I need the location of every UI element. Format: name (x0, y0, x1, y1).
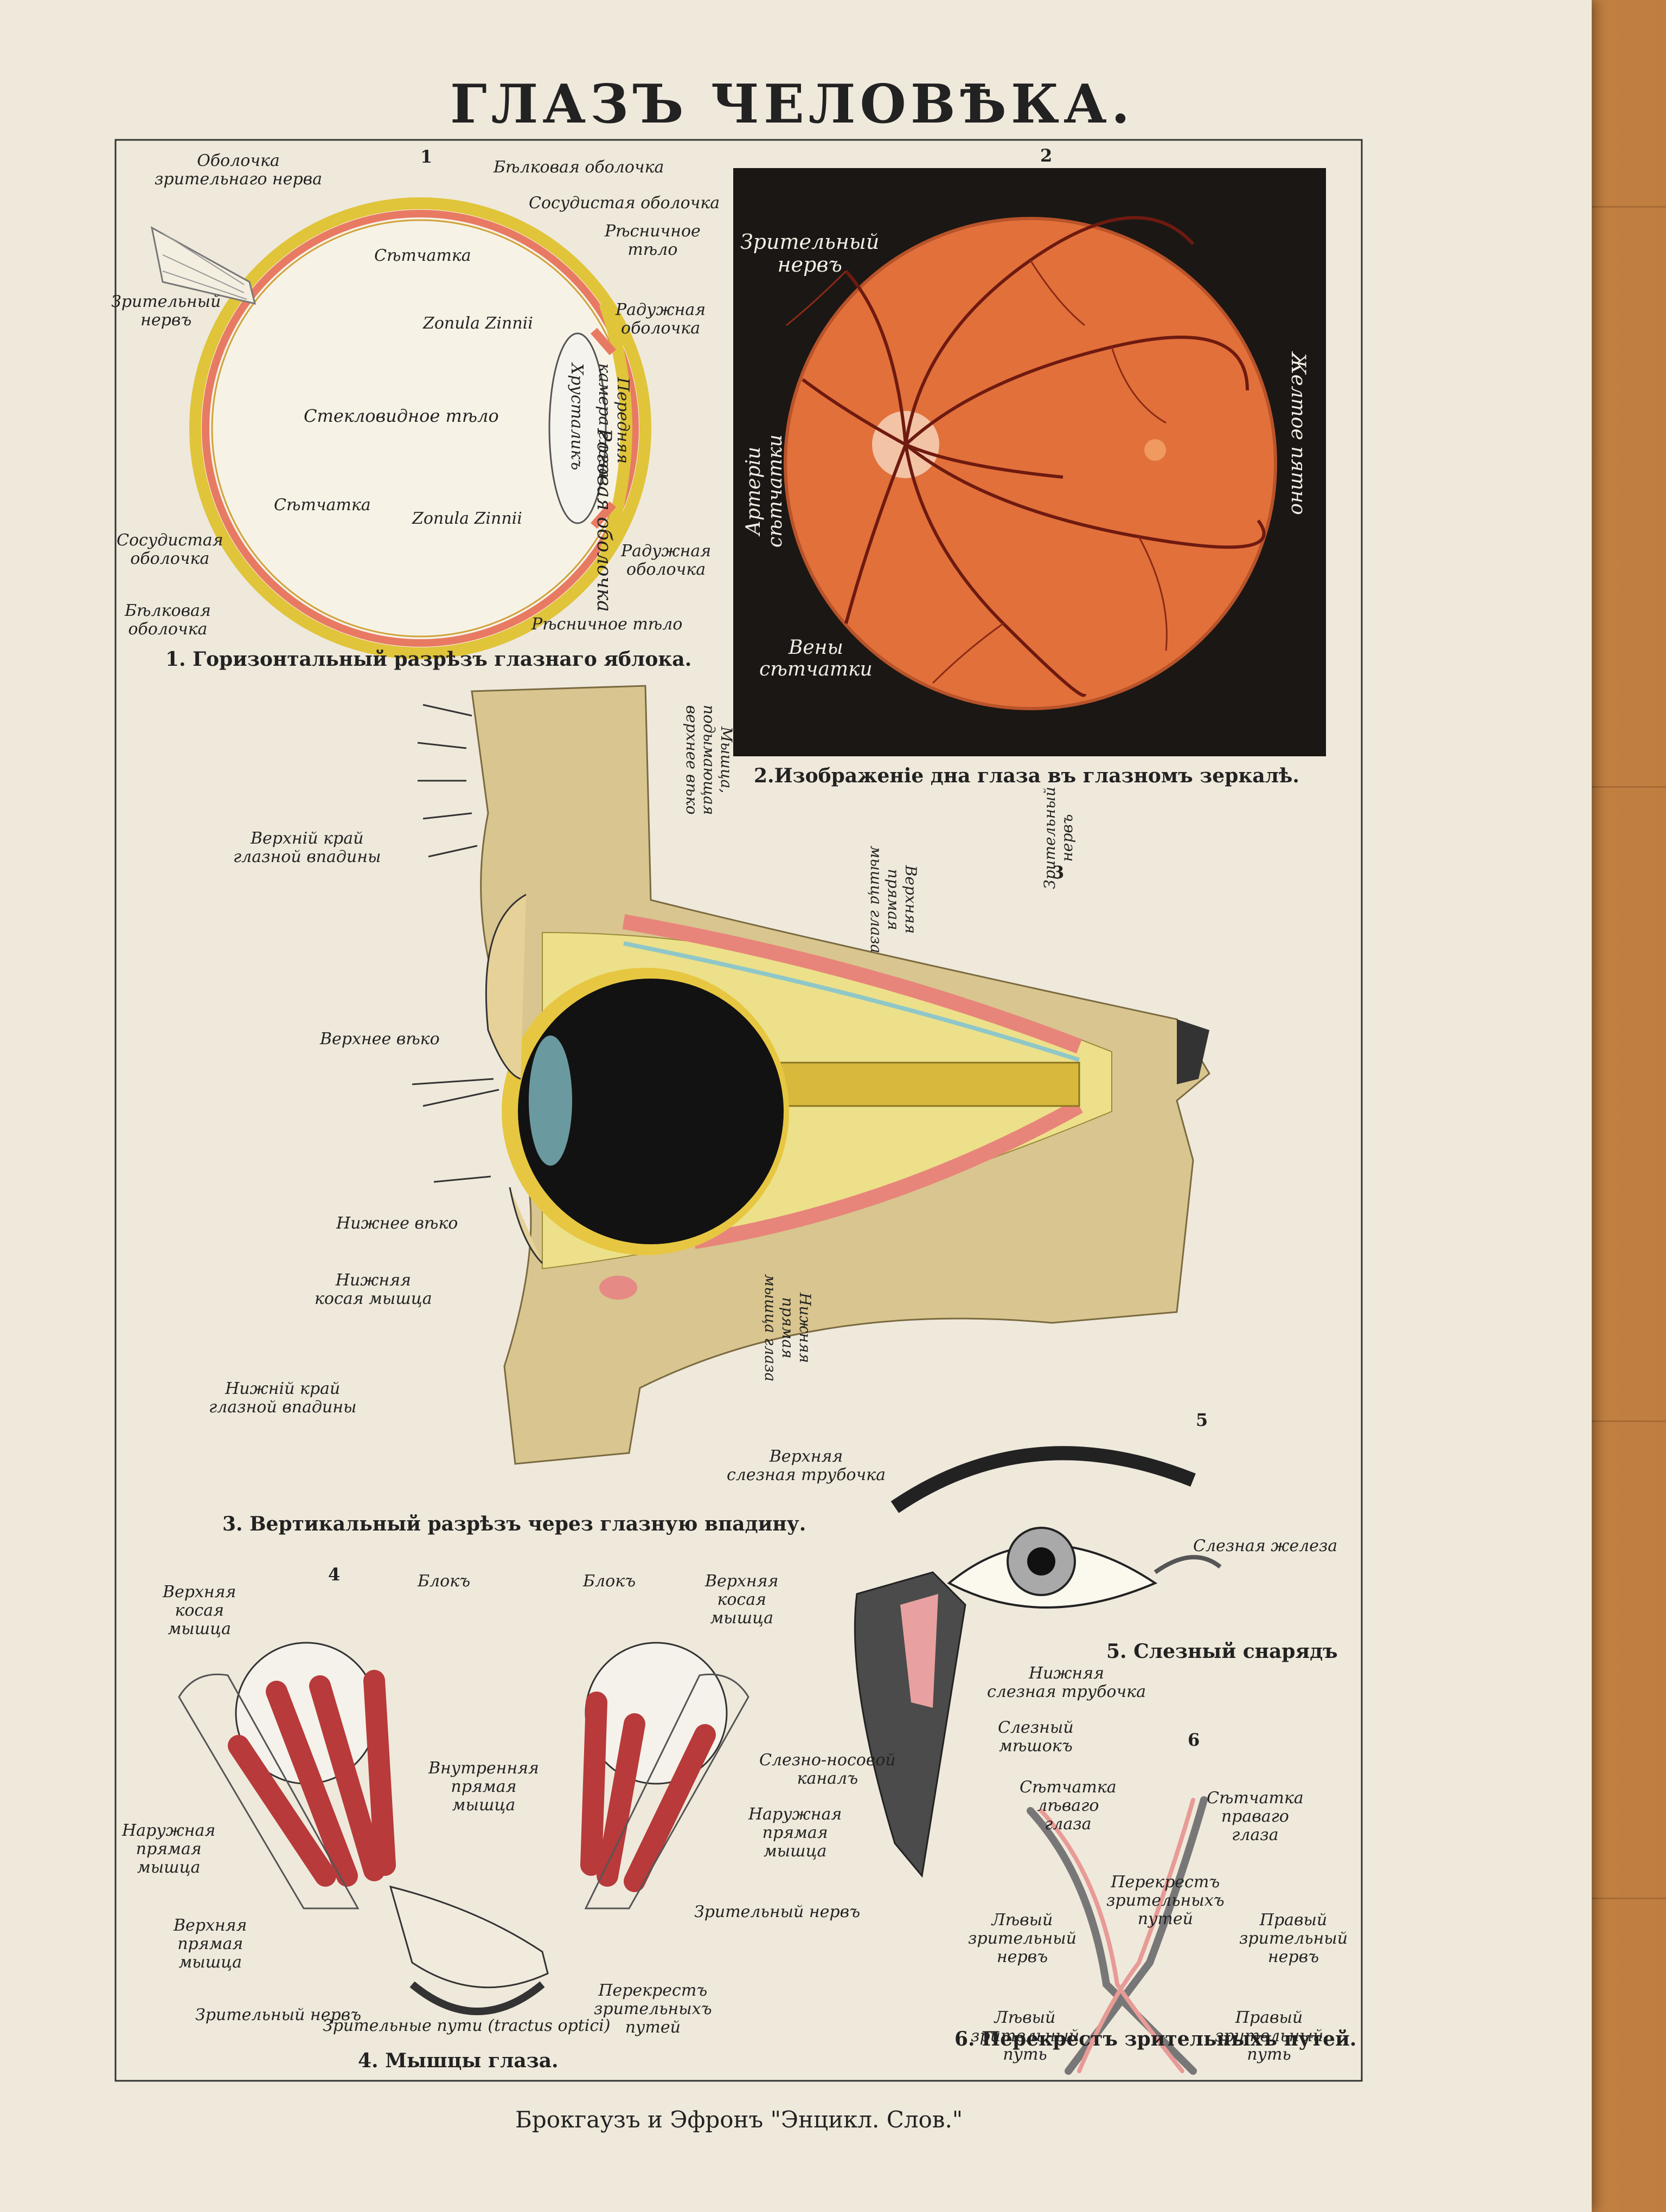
fig6-label-right-tract: Правый зрительный путь (1215, 2008, 1324, 2064)
fig1-label-retina-bottom: Сѣтчатка (274, 496, 371, 515)
fig4-caption: 4. Мышцы глаза. (358, 2049, 559, 2072)
fig5-number: 5 (1196, 1410, 1208, 1430)
fig2-fundus-drawing (733, 168, 1326, 756)
fig1-label-ciliary-top: Рѣсничное тѣло (605, 222, 701, 259)
fig4-label-trochlea-left: Блокъ (418, 1572, 471, 1591)
fig1-label-sclera-bottom: Бѣлковая оболочка (125, 601, 211, 639)
plate-title: ГЛАЗЪ ЧЕЛОВѢКА. (450, 73, 1135, 136)
fig5-lacrimal-drawing (854, 1446, 1222, 1878)
fig5-label-lower-canaliculus: Нижняя слезная трубочка (987, 1664, 1146, 1701)
fig1-label-optic-nerve: Зрительный нервъ (111, 292, 221, 330)
fig5-label-duct: Слезно-носовой каналъ (759, 1751, 896, 1788)
fig1-label-zonula-bottom: Zonula Zinnii (412, 509, 522, 528)
fig1-label-sclera-top: Бѣлковая оболочка (494, 158, 664, 177)
fig3-label-lower-lid: Нижнее вѣко (336, 1214, 458, 1233)
fig6-caption: 6. Перекрестъ зрительныхъ путей. (954, 2028, 1357, 2050)
fig2-label-veins: Вены сѣтчатки (759, 636, 873, 680)
fig1-number: 1 (420, 146, 433, 167)
fig3-orbit-drawing (412, 685, 1210, 1465)
fig1-label-vitreous: Стекловидное тѣло (304, 406, 499, 426)
fig1-caption: 1. Горизонтальный разрѣзъ глазнаго яблок… (165, 648, 692, 671)
fig5-caption: 5. Слезный снарядъ (1106, 1640, 1338, 1663)
fig3-label-upper-lid: Верхнее вѣко (320, 1030, 440, 1049)
fig4-label-superior-rectus: Верхняя прямая мышца (174, 1916, 247, 1972)
fig6-label-left-nerve: Лѣвый зрительный нервъ (968, 1911, 1077, 1966)
fig4-number: 4 (328, 1564, 341, 1585)
fig3-label-upper-rim: Верхній край глазной впадины (233, 829, 381, 866)
fig5-label-gland: Слезная железа (1193, 1536, 1338, 1555)
plate-illustrations (114, 139, 1363, 2082)
fig1-label-choroid-top: Сосудистая оболочка (529, 194, 720, 213)
fig1-label-optic-sheath: Оболочка зрительнаго нерва (155, 151, 322, 189)
fig6-label-right-retina: Сѣтчатка праваго глаза (1207, 1789, 1304, 1844)
fig4-muscles-drawing (178, 1642, 749, 2015)
fig3-label-levator: Мышца, подымающая верхнее вѣко (683, 705, 735, 815)
fig1-label-iris-top: Радужная оболочка (616, 300, 706, 338)
plate-sheet: ГЛАЗЪ ЧЕЛОВѢКА. Брокгаузъ и Эфронъ "Энци… (0, 0, 1592, 2212)
fig6-label-chiasm: Перекрестъ зрительныхъ путей (1106, 1873, 1225, 1928)
fig2-label-macula: Желтое пятно (1287, 352, 1309, 515)
fig3-label-superior-rectus: Верхняя прямая мышца глаза (867, 846, 920, 954)
fig6-label-left-retina: Сѣтчатка лѣваго глаза (1020, 1778, 1117, 1834)
fig1-label-iris-bottom: Радужная оболочка (621, 542, 712, 579)
fig4-label-trochlea-right: Блокъ (583, 1572, 636, 1591)
fig3-label-optic-nerve: Зрительный нервъ (1041, 787, 1076, 889)
fig2-label-arteries: Артеріи сѣтчатки (742, 434, 786, 548)
publisher-footer: Брокгаузъ и Эфронъ "Энцикл. Слов." (515, 2106, 963, 2133)
fig3-label-inferior-rectus: Нижняя прямая мышца глаза (761, 1274, 814, 1382)
fig1-label-zonula-top: Zonula Zinnii (423, 314, 533, 333)
fig4-label-chiasm: Перекрестъ зрительныхъ путей (594, 1981, 712, 2037)
fig2-label-optic-nerve: Зрительный нервъ (740, 230, 880, 276)
fig6-label-left-tract: Лѣвый зрительный путь (971, 2008, 1080, 2064)
fig5-label-sac: Слезный мѣшокъ (998, 1718, 1074, 1756)
fig4-label-optic-nerve-right: Зрительный нервъ (694, 1902, 861, 1921)
fig4-label-sup-oblique-left: Верхняя косая мышца (163, 1583, 236, 1638)
fig6-label-right-nerve: Правый зрительный нервъ (1239, 1911, 1348, 1966)
fig4-label-tracts: Зрительные пути (tractus optici) (323, 2016, 611, 2035)
fig6-chiasm-drawing (1027, 1796, 1208, 2075)
fig3-label-inferior-oblique: Нижняя косая мышца (315, 1271, 432, 1308)
fig1-label-choroid-bottom: Сосудистая оболочка (117, 531, 223, 568)
fig2-number: 2 (1040, 145, 1053, 166)
fig3-caption: 3. Вертикальный разрѣзъ через глазную вп… (222, 1513, 806, 1535)
fig2-caption: 2.Изображеніе дна глаза въ глазномъ зерк… (754, 764, 1299, 787)
fig4-label-sup-oblique-right: Верхняя косая мышца (705, 1572, 779, 1628)
fig1-label-retina-top: Сѣтчатка (374, 246, 471, 265)
fig1-label-lens: Хрусталикъ (567, 363, 586, 471)
fig1-eyeball-drawing (150, 197, 651, 659)
fig4-label-external-rectus-right: Наружная прямая мышца (748, 1805, 842, 1861)
fig4-label-optic-nerve-left: Зрительный нервъ (195, 2005, 362, 2024)
fig1-label-anterior-chamber: Передняя камера глаза (595, 363, 632, 478)
fig4-label-internal-rectus: Внутренняя прямая мышца (428, 1759, 539, 1815)
plate-frame (114, 139, 1363, 2082)
fig3-number: 3 (1052, 862, 1065, 883)
fig4-label-external-rectus-left: Наружная прямая мышца (122, 1821, 216, 1877)
fig1-label-ciliary-bottom: Рѣсничное тѣло (531, 615, 683, 634)
fig5-label-upper-canaliculus: Верхняя слезная трубочка (727, 1447, 886, 1484)
fig6-number: 6 (1188, 1729, 1200, 1750)
fig3-label-lower-rim: Нижній край глазной впадины (209, 1379, 357, 1417)
